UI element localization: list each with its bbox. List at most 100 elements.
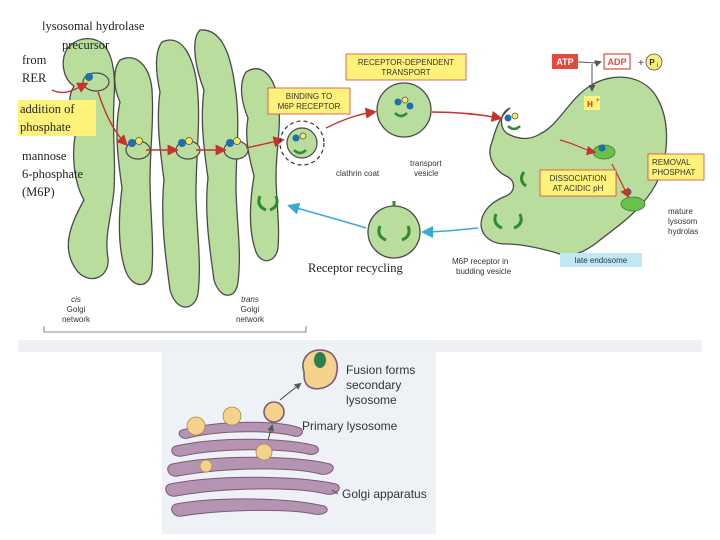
- atp-label: ATP: [556, 57, 573, 67]
- fusion-label-line2: secondary: [346, 378, 401, 392]
- h-plus-badge: [584, 96, 600, 110]
- late-endosome-body: [480, 76, 668, 256]
- transport-vesicle-line1: transport: [410, 159, 442, 168]
- m6p-receptor-mark: [394, 112, 408, 118]
- golgi-bud: [186, 416, 206, 436]
- receptor-transport-line2: TRANSPORT: [381, 68, 430, 77]
- hydrolase-blue-dot: [128, 139, 136, 147]
- from-label: from: [22, 53, 47, 67]
- dissociation-box-bg: [539, 169, 617, 197]
- mature-label-line3: hydrolas: [668, 227, 698, 236]
- mannose-label-line1: mannose: [22, 149, 67, 163]
- primary-lysosome: [263, 401, 285, 423]
- atp-arrow: [577, 60, 602, 67]
- primary-to-secondary-arrow: [279, 382, 302, 401]
- pathway-arrow-red: [51, 82, 89, 94]
- hydrolase-blue-dot: [85, 73, 93, 81]
- phosphate-yellow-dot: [511, 112, 519, 120]
- removal-line1: REMOVAL: [652, 158, 691, 167]
- transport-arrow-red: [431, 110, 503, 123]
- binding-label-line1: BINDING TO: [286, 92, 332, 101]
- transport-vesicle-line2: vesicle: [414, 169, 439, 178]
- recycling-vesicle: [367, 201, 421, 259]
- phosphate-yellow-dot: [135, 137, 143, 145]
- receptor-transport-line1: RECEPTOR-DEPENDENT: [358, 58, 454, 67]
- recycling-arrow-blue: [421, 225, 479, 238]
- golgi-bud: [255, 443, 273, 461]
- mature-label-line2: lysosom: [668, 217, 698, 226]
- plus-sign: +: [638, 58, 644, 69]
- pathway-arrow-red: [245, 136, 285, 149]
- golgi-span-bracket: [43, 326, 307, 333]
- fusion-label-line3: lysosome: [346, 393, 397, 407]
- trans-label-line2: Golgi: [241, 305, 260, 314]
- fusion-label-line1: Fusion forms: [346, 363, 415, 377]
- adp-badge: [603, 53, 631, 70]
- cis-label-line2: Golgi: [67, 305, 86, 314]
- rer-label: RER: [22, 71, 47, 85]
- hydrolase-label-line2: precursor: [62, 38, 110, 52]
- secondary-lysosome: [302, 349, 338, 390]
- trans-label-line1: trans: [241, 295, 259, 304]
- receptor-transport-label-box: RECEPTOR-DEPENDENT TRANSPORT: [345, 53, 467, 81]
- phosphate-yellow-dot: [401, 96, 409, 104]
- addition-label-line2: phosphate: [20, 120, 71, 134]
- recycling-vesicle-body: [367, 205, 421, 259]
- m6p-receptor-mark: [269, 195, 279, 212]
- mannose-label-line2: 6-phosphate: [22, 167, 84, 181]
- mature-label-line1: mature: [668, 207, 693, 216]
- atp-badge: [552, 54, 578, 69]
- transport-vesicle-body: [376, 82, 432, 138]
- h-plus-superscript: +: [596, 98, 600, 104]
- binding-label-line2: M6P RECEPTOR: [278, 102, 341, 111]
- cis-label-line1: cis: [71, 295, 81, 304]
- bottom-figure: Fusion forms secondary lysosome Primary …: [162, 346, 436, 534]
- late-endosome-label: late endosome: [575, 256, 628, 265]
- trans-label-line3: network: [236, 315, 265, 324]
- phosphate-yellow-dot: [233, 137, 241, 145]
- golgi-cisterna-4: [194, 29, 240, 296]
- dissociation-label-box: DISSOCIATION AT ACIDIC pH: [539, 169, 617, 197]
- clathrin-label: clathrin coat: [336, 169, 380, 178]
- golgi-cisterna-2: [114, 57, 154, 286]
- h-plus-label: H: [587, 100, 593, 109]
- pi-subscript: i: [657, 63, 658, 69]
- late-endosome-label-box: late endosome: [560, 253, 642, 267]
- clathrin-coat-ring: [279, 120, 325, 166]
- m6p-receptor-mark: [519, 171, 527, 188]
- dissociation-line1: DISSOCIATION: [550, 174, 607, 183]
- proton-pump-inputs: ATP ADP + P i H +: [552, 53, 663, 110]
- transport-vesicle: [376, 82, 432, 138]
- removal-label-box: REMOVAL PHOSPHAT: [647, 153, 705, 181]
- endocytosed-material: [314, 352, 326, 368]
- m6p-receptor-mark: [257, 195, 267, 212]
- clathrin-coated-bud: [279, 120, 325, 166]
- receptor-recycling-label: Receptor recycling: [308, 261, 403, 275]
- hydrolase-blue-dot: [598, 144, 606, 152]
- mature-hydrolase: [620, 196, 646, 212]
- top-figure: ATP ADP + P i H + BINDING TO M6P RECEPTO…: [18, 8, 705, 352]
- golgi-buds: [186, 406, 273, 473]
- golgi-label-leader: [331, 489, 339, 495]
- late-endosome-box-bg: [560, 253, 642, 267]
- m6p-receptor-mark: [507, 125, 521, 131]
- golgi-cisterna-3: [155, 39, 201, 308]
- phosphate-yellow-dot: [299, 132, 307, 140]
- hydrolase-blue-dot: [226, 139, 234, 147]
- m6p-budding-line1: M6P receptor in: [452, 257, 508, 266]
- m6p-receptor-mark: [493, 213, 503, 230]
- golgi-apparatus-label: Golgi apparatus: [342, 487, 427, 501]
- removal-line2: PHOSPHAT: [652, 168, 696, 177]
- cis-label-line3: network: [62, 315, 91, 324]
- phosphate-yellow-dot: [185, 137, 193, 145]
- golgi-cisterna: [171, 498, 328, 517]
- hydrolase-label-line1: lysosomal hydrolase: [42, 19, 145, 33]
- recycling-arrow-blue: [287, 202, 367, 229]
- m6p-budding-line2: budding vesicle: [456, 267, 512, 276]
- hydrolase-markers: [85, 73, 241, 147]
- golgi-bud: [222, 406, 242, 426]
- primary-lysosome-label: Primary lysosome: [302, 419, 398, 433]
- hydrolase-blue-dot: [178, 139, 186, 147]
- golgi-stack: [62, 29, 281, 308]
